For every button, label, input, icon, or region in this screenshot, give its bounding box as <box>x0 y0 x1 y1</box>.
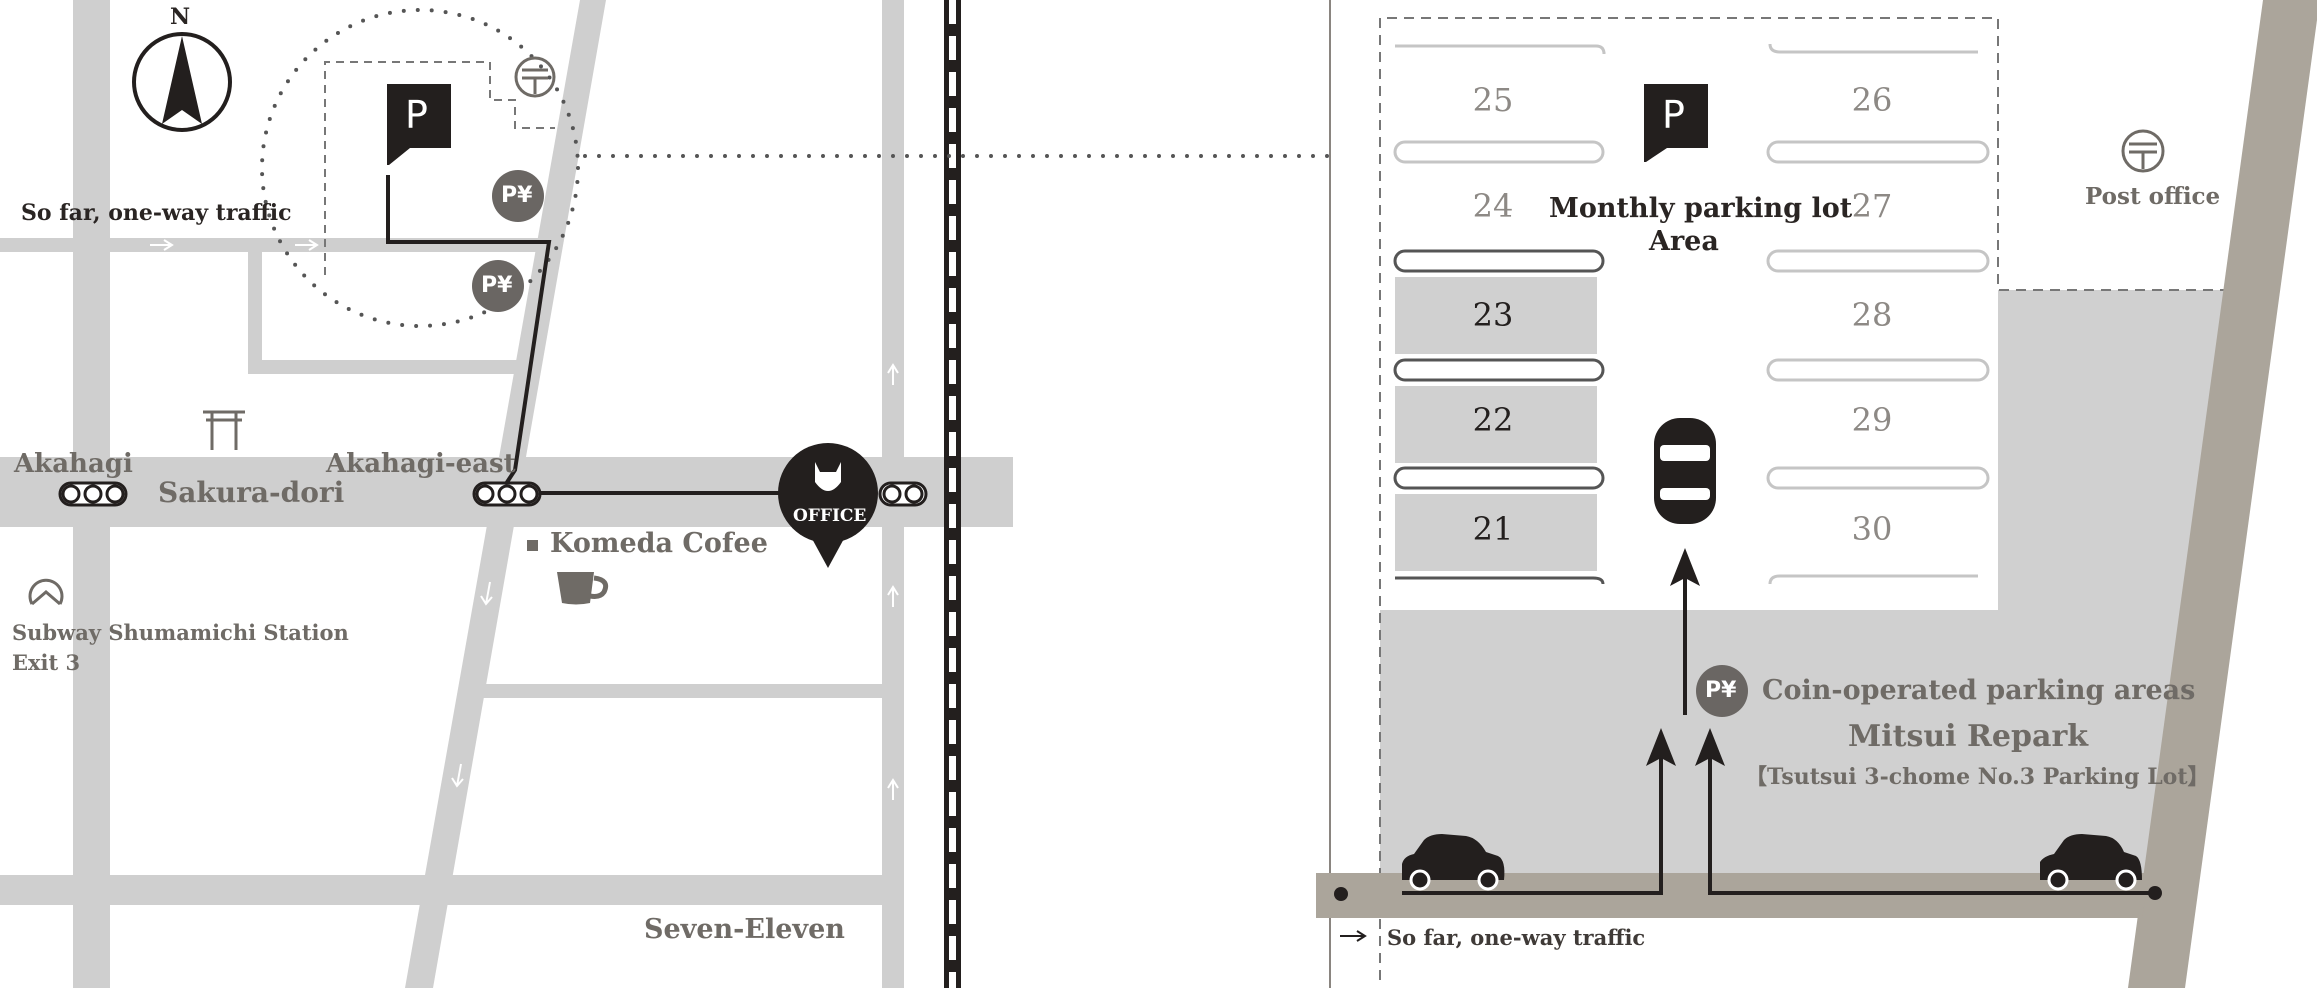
stall-number-26: 26 <box>1851 81 1893 119</box>
operator-name: Mitsui Repark <box>1848 719 2089 754</box>
subway-exit-label: Exit 3 <box>12 650 81 675</box>
car-side-icon-left <box>1402 834 1505 891</box>
stall-21-fill <box>1395 494 1597 571</box>
monthly-lot-subtitle: Area <box>1649 226 1719 257</box>
street-south <box>0 875 900 905</box>
coin-parking-label: Coin-operated parking areas <box>1762 675 2196 706</box>
stall-number-29: 29 <box>1851 401 1893 439</box>
seven-eleven-label: Seven-Eleven <box>644 914 845 945</box>
bottom-road <box>1316 873 2150 918</box>
diagonal-ground <box>2128 0 2317 988</box>
parking-letter-left: P <box>405 93 428 137</box>
oneway-label-left: So far, one-way traffic <box>21 200 292 226</box>
walking-radius <box>260 8 580 328</box>
coin-parking-icon-right <box>1696 665 1748 717</box>
coin-parking-icon-left-1 <box>492 170 544 222</box>
stall-22-fill <box>1395 386 1597 463</box>
parking-lot-name: 【Tsutsui 3-chome No.3 Parking Lot】 <box>1745 764 2210 790</box>
monthly-lot-outline-small <box>324 61 555 275</box>
komeda-label: Komeda Cofee <box>550 528 768 559</box>
traffic-light-akahagi <box>58 481 128 507</box>
coin-parking-area <box>1380 290 2240 890</box>
route-end-dot <box>2148 886 2162 900</box>
car-topdown-icon <box>1654 418 1716 524</box>
railway <box>944 0 961 988</box>
oneway-arrow-right <box>1340 930 1367 942</box>
compass-north-letter: N <box>170 4 191 30</box>
coin-parking-icon-left-2 <box>472 260 524 312</box>
stall-number-23: 23 <box>1472 296 1514 334</box>
stall-number-30: 30 <box>1851 510 1893 548</box>
street-middle <box>480 684 890 698</box>
office-marker <box>778 443 878 568</box>
coin-parking-mark-right: P¥ <box>1705 678 1737 703</box>
oneway-arrows-left <box>150 239 899 800</box>
traffic-light-office <box>878 481 928 507</box>
walking-route <box>386 175 780 495</box>
post-office-label: Post office <box>2085 183 2221 210</box>
oneway-label-right: So far, one-way traffic <box>1387 925 1646 950</box>
street-loop-south <box>248 360 538 374</box>
subway-station-label: Subway Shumamichi Station <box>12 620 349 645</box>
akahagi-label: Akahagi <box>14 449 133 479</box>
traffic-light-akahagi-east <box>472 481 542 507</box>
post-office-icon-small <box>514 56 556 98</box>
stall-dividers-right <box>1766 43 1990 585</box>
parking-letter-right: P <box>1662 93 1685 137</box>
subway-icon <box>28 578 64 606</box>
stall-number-22: 22 <box>1472 401 1514 439</box>
street-loop-west <box>248 252 262 374</box>
post-office-icon <box>2121 129 2165 173</box>
coin-parking-mark-left-2: P¥ <box>481 273 513 298</box>
parking-pin-left <box>387 84 451 165</box>
coin-parking-mark-left-1: P¥ <box>501 183 533 208</box>
stall-number-24: 24 <box>1472 187 1514 225</box>
akahagi-east-label: Akahagi-east <box>326 449 516 479</box>
office-label: OFFICE <box>793 506 867 526</box>
stall-number-25: 25 <box>1472 81 1514 119</box>
shrine-torii-icon <box>203 410 245 450</box>
stall-number-28: 28 <box>1851 296 1893 334</box>
entry-arrows <box>1402 568 2155 895</box>
route-start-dot <box>1334 887 1348 901</box>
sakura-dori-label: Sakura-dori <box>158 476 345 509</box>
stall-number-27: 27 <box>1851 187 1893 225</box>
stall-number-21: 21 <box>1472 510 1514 548</box>
car-side-icon-right <box>2040 834 2142 891</box>
entry-arrowheads <box>1646 548 1725 766</box>
monthly-lot-title: Monthly parking lot <box>1549 193 1853 224</box>
compass-icon <box>132 32 232 132</box>
parking-pin-right <box>1644 84 1708 162</box>
stall-23-fill <box>1395 277 1597 354</box>
stall-dividers-left <box>1393 44 1606 585</box>
coffee-cup-icon <box>527 540 609 605</box>
